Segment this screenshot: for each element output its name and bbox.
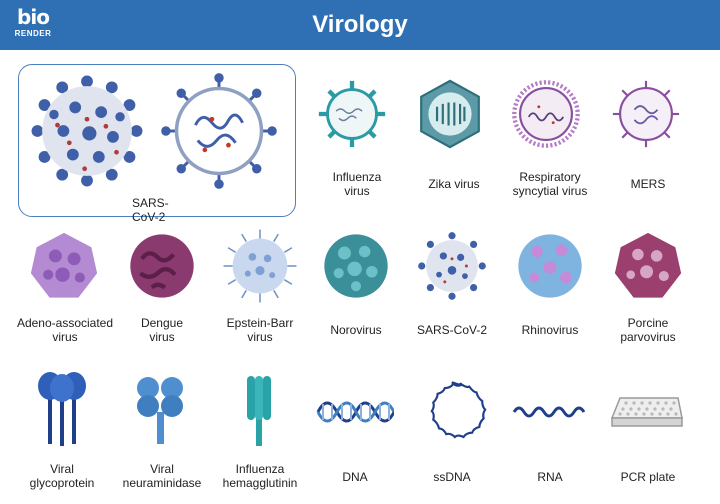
viral-neuraminidase-icon[interactable]: [134, 376, 186, 446]
porcine-parvovirus-icon[interactable]: [612, 230, 684, 302]
logo-subtitle: RENDER: [14, 29, 52, 38]
dna-icon[interactable]: [316, 392, 394, 432]
rsv-label: Respiratory syncytial virus: [512, 170, 588, 198]
sars-cov-2-small-icon[interactable]: [416, 230, 488, 302]
sars-cov-2-exterior-icon[interactable]: [28, 72, 146, 190]
ssdna-icon[interactable]: [416, 378, 488, 450]
featured-sars-cov-2-card[interactable]: [18, 64, 296, 217]
influenza-label: Influenza virus: [332, 170, 382, 198]
influenza-hemagglutinin-label: Influenza hemagglutinin: [222, 462, 298, 490]
featured-label: SARS- CoV-2: [132, 196, 169, 224]
influenza-hemagglutinin-icon[interactable]: [244, 374, 274, 448]
porcine-parvovirus-label: Porcine parvovirus: [620, 316, 676, 344]
epstein-barr-label: Epstein-Barr virus: [226, 316, 294, 344]
zika-virus-icon[interactable]: [414, 78, 486, 150]
rhinovirus-label: Rhinovirus: [521, 323, 579, 337]
rhinovirus-icon[interactable]: [514, 230, 586, 302]
norovirus-label: Norovirus: [330, 323, 382, 337]
dna-label: DNA: [342, 470, 368, 484]
ssdna-label: ssDNA: [433, 470, 471, 484]
sars-cov-2-label: SARS-CoV-2: [416, 323, 488, 337]
mers-icon[interactable]: [610, 78, 682, 150]
sars-cov-2-cross-section-icon[interactable]: [160, 72, 278, 190]
mers-label: MERS: [630, 177, 666, 191]
aav-icon[interactable]: [28, 230, 100, 302]
viral-glycoprotein-icon[interactable]: [34, 370, 90, 448]
epstein-barr-virus-icon[interactable]: [222, 228, 298, 304]
rna-icon[interactable]: [512, 402, 588, 422]
header-bar: bio RENDER Virology: [0, 0, 720, 50]
page-title: Virology: [312, 11, 408, 38]
viral-glycoprotein-label: Viral glycoprotein: [29, 462, 95, 490]
viral-neuraminidase-label: Viral neuraminidase: [122, 462, 202, 490]
biorender-logo[interactable]: bio RENDER: [13, 6, 53, 44]
rna-label: RNA: [537, 470, 563, 484]
logo-mark: bio: [17, 5, 50, 29]
pcr-plate-icon[interactable]: [608, 394, 684, 430]
aav-label: Adeno-associated virus: [16, 316, 114, 344]
zika-label: Zika virus: [428, 177, 480, 191]
dengue-label: Dengue virus: [140, 316, 184, 344]
dengue-virus-icon[interactable]: [126, 230, 198, 302]
influenza-virus-icon[interactable]: [316, 78, 388, 150]
pcr-plate-label: PCR plate: [620, 470, 676, 484]
rsv-icon[interactable]: [510, 78, 582, 150]
norovirus-icon[interactable]: [320, 230, 392, 302]
